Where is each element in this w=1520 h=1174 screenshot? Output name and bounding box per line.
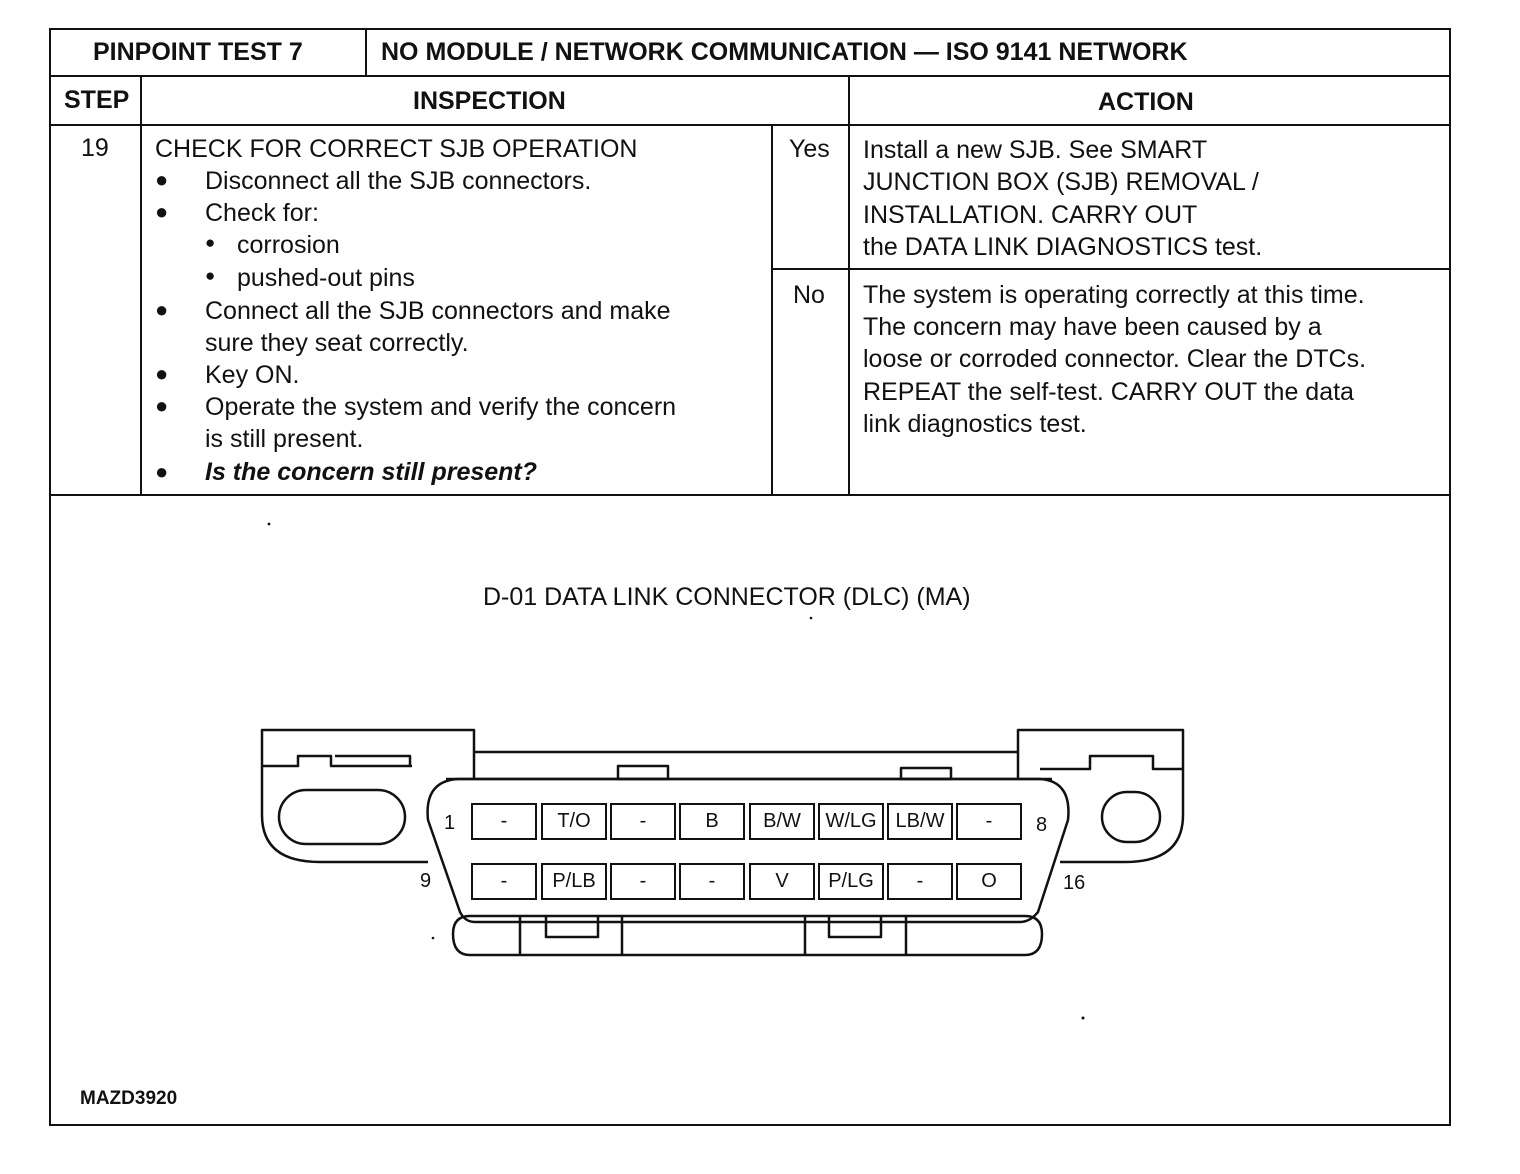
pin-number-16: 16 bbox=[1063, 872, 1086, 894]
no-action-line: The system is operating correctly at thi… bbox=[863, 281, 1365, 309]
yes-label: Yes bbox=[789, 135, 830, 163]
connector-diagram-title: D-01 DATA LINK CONNECTOR (DLC) (MA) bbox=[483, 583, 971, 611]
pin-cavity-5: B/W bbox=[749, 803, 815, 840]
step-title: CHECK FOR CORRECT SJB OPERATION bbox=[155, 135, 638, 163]
pin-number-1: 1 bbox=[444, 812, 456, 834]
pin-cavity-13: V bbox=[749, 863, 815, 900]
sub-bullet-icon: ● bbox=[205, 266, 216, 285]
sub-bullet-icon: ● bbox=[205, 233, 216, 252]
pin-cavity-2: T/O bbox=[541, 803, 607, 840]
answer-column-divider bbox=[771, 124, 773, 495]
pin-cavity-9: - bbox=[471, 863, 537, 900]
inspection-item: Key ON. bbox=[205, 361, 300, 389]
no-action-line: The concern may have been caused by a bbox=[863, 313, 1322, 341]
inspection-item: Operate the system and verify the concer… bbox=[205, 393, 677, 421]
no-action-line: link diagnostics test. bbox=[863, 410, 1087, 438]
yes-action-line: Install a new SJB. See SMART bbox=[863, 136, 1208, 164]
inspection-subitem: pushed-out pins bbox=[237, 264, 415, 292]
pinpoint-test-sheet bbox=[49, 28, 1451, 1126]
action-column-header: ACTION bbox=[1098, 88, 1194, 116]
bullet-icon: ● bbox=[155, 393, 169, 418]
bullet-icon: ● bbox=[155, 199, 169, 224]
pin-cavity-10: P/LB bbox=[541, 863, 607, 900]
bullet-icon: ● bbox=[155, 361, 169, 386]
no-action-line: loose or corroded connector. Clear the D… bbox=[863, 345, 1367, 373]
pin-cavity-14: P/LG bbox=[818, 863, 884, 900]
inspection-item-continued: sure they seat correctly. bbox=[205, 329, 469, 357]
pin-cavity-6: W/LG bbox=[818, 803, 884, 840]
pin-cavity-15: - bbox=[887, 863, 953, 900]
title-divider bbox=[365, 28, 367, 76]
test-title: NO MODULE / NETWORK COMMUNICATION — ISO … bbox=[381, 38, 1188, 66]
column-header-divider bbox=[49, 124, 1451, 126]
pin-cavity-12: - bbox=[679, 863, 745, 900]
inspection-item-continued: is still present. bbox=[205, 425, 364, 453]
inspection-question: Is the concern still present? bbox=[205, 458, 538, 486]
table-bottom-divider bbox=[49, 494, 1451, 496]
figure-id: MAZD3920 bbox=[80, 1088, 178, 1109]
bullet-icon: ● bbox=[155, 459, 169, 484]
bullet-icon: ● bbox=[155, 167, 169, 192]
inspection-subitem: corrosion bbox=[237, 231, 340, 259]
pin-cavity-3: - bbox=[610, 803, 676, 840]
bullet-icon: ● bbox=[155, 297, 169, 322]
no-action-line: REPEAT the self-test. CARRY OUT the data bbox=[863, 378, 1354, 406]
yes-action-line: JUNCTION BOX (SJB) REMOVAL / bbox=[863, 168, 1259, 196]
yes-no-divider bbox=[771, 268, 1451, 270]
step-column-divider bbox=[140, 75, 142, 495]
inspection-item: Connect all the SJB connectors and make bbox=[205, 297, 671, 325]
pin-cavity-16: O bbox=[956, 863, 1022, 900]
header-divider bbox=[49, 75, 1451, 77]
yes-action-line: the DATA LINK DIAGNOSTICS test. bbox=[863, 233, 1263, 261]
inspection-item: Check for: bbox=[205, 199, 319, 227]
pin-cavity-1: - bbox=[471, 803, 537, 840]
pin-cavity-7: LB/W bbox=[887, 803, 953, 840]
pin-number-8: 8 bbox=[1036, 814, 1048, 836]
no-label: No bbox=[793, 281, 825, 309]
inspection-column-header: INSPECTION bbox=[413, 87, 566, 115]
step-column-header: STEP bbox=[64, 86, 130, 114]
pin-cavity-4: B bbox=[679, 803, 745, 840]
pin-cavity-11: - bbox=[610, 863, 676, 900]
pin-number-9: 9 bbox=[420, 870, 432, 892]
pin-cavity-8: - bbox=[956, 803, 1022, 840]
yes-action-line: INSTALLATION. CARRY OUT bbox=[863, 201, 1198, 229]
step-number: 19 bbox=[81, 134, 109, 162]
inspection-item: Disconnect all the SJB connectors. bbox=[205, 167, 592, 195]
test-number-label: PINPOINT TEST 7 bbox=[93, 38, 303, 66]
action-column-divider bbox=[848, 75, 850, 495]
